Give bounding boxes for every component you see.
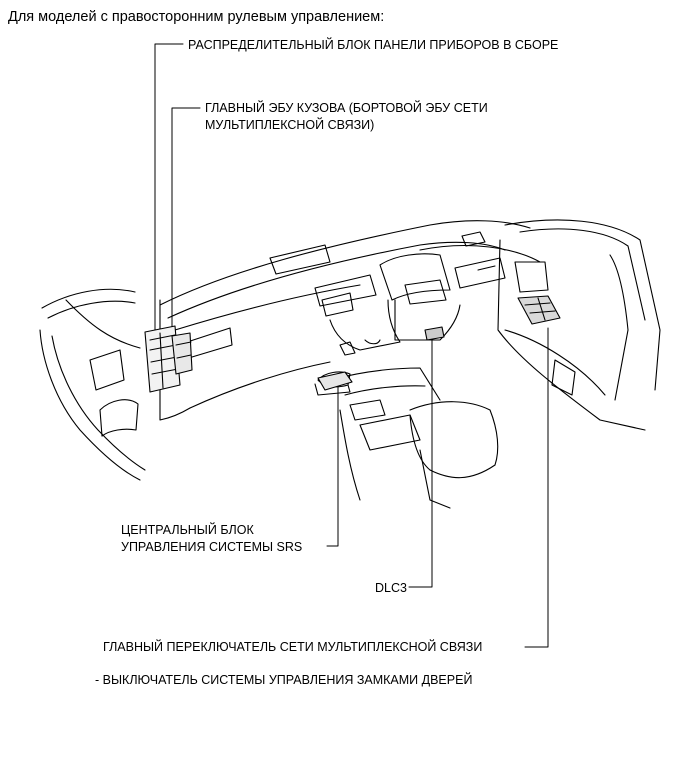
label-dlc3: DLC3: [375, 581, 407, 595]
label-srs-line2: УПРАВЛЕНИЯ СИСТЕМЫ SRS: [121, 540, 303, 554]
leader-body-ecu: [171, 107, 201, 337]
label-master-switch: ГЛАВНЫЙ ПЕРЕКЛЮЧАТЕЛЬ СЕТИ МУЛЬТИПЛЕКСНО…: [103, 640, 483, 654]
leader-lines: [154, 43, 549, 648]
label-srs-line1: ЦЕНТРАЛЬНЫЙ БЛОК: [121, 523, 254, 537]
right-door-outline: [497, 219, 661, 431]
component-srs-module: [317, 371, 353, 391]
dashboard-outline: [159, 220, 541, 421]
component-body-ecu: [171, 332, 193, 375]
diagram-heading: Для моделей с правосторонним рулевым упр…: [8, 9, 385, 25]
leader-master-switch: [524, 327, 549, 648]
centre-console: [314, 367, 499, 509]
left-door-outline: [39, 288, 146, 481]
leader-dlc3: [408, 335, 433, 588]
label-body-ecu-line1: ГЛАВНЫЙ ЭБУ КУЗОВА (БОРТОВОЙ ЭБУ СЕТИ: [205, 101, 488, 115]
label-junction-block: РАСПРЕДЕЛИТЕЛЬНЫЙ БЛОК ПАНЕЛИ ПРИБОРОВ В…: [188, 38, 559, 52]
label-door-lock-switch: - ВЫКЛЮЧАТЕЛЬ СИСТЕМЫ УПРАВЛЕНИЯ ЗАМКАМИ…: [95, 673, 473, 687]
component-junction-block: [144, 325, 181, 393]
component-dlc3: [424, 326, 445, 341]
leader-srs: [326, 384, 339, 547]
component-master-switch: [517, 295, 561, 325]
label-body-ecu-line2: МУЛЬТИПЛЕКСНОЙ СВЯЗИ): [205, 118, 375, 132]
leader-junction-block: [154, 43, 184, 333]
